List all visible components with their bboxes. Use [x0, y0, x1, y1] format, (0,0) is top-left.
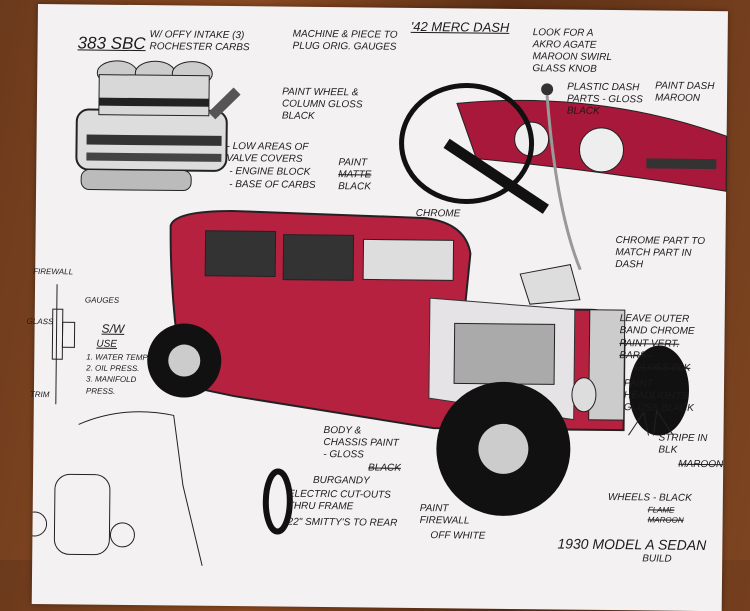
sketch-paper: 383 SBC w/ Offy intake (3) Rochester car… — [27, 4, 728, 611]
engine-paint-color: Black — [338, 181, 371, 193]
pinstripe-icon — [628, 409, 674, 436]
engine-paint: Paint — [338, 157, 368, 169]
car-body — [169, 210, 626, 432]
build-title: 1930 Model A Sedan — [557, 535, 707, 554]
dash-drawing — [399, 82, 728, 305]
paint-dash-note: Paint dash maroon — [654, 80, 715, 104]
struck-note-3: Gloss blk — [634, 362, 691, 374]
gauge-use-label: Use — [96, 338, 118, 350]
car-sketch — [31, 60, 728, 566]
engine-note-1: - Low areas of valve covers — [226, 140, 309, 165]
electric-note: Electric cut-outs thru frame — [287, 488, 391, 513]
body-note: Body & chassis paint - gloss — [323, 425, 399, 461]
gauge-trim-label: Trim — [29, 389, 50, 400]
gauge-glass-label: Glass — [26, 316, 54, 327]
stripe-note: Stripe in blk — [658, 432, 708, 456]
firewall-color: off white — [430, 530, 486, 542]
body-struck: Black — [368, 462, 402, 474]
engine-paint-struck: Matte — [338, 169, 372, 181]
leave-chrome-note: Leave outer band chrome — [619, 313, 695, 337]
gauge-gauges-label: Gauges — [84, 295, 120, 305]
wheels-struck-2: Maroon — [647, 515, 684, 525]
second-car-sketch — [31, 411, 203, 566]
engine-note-2: - Engine block — [229, 166, 311, 178]
firewall-note: Paint firewall — [419, 503, 470, 527]
gauge-sw-label: S/W — [101, 321, 125, 336]
engine-drawing — [75, 60, 241, 192]
gauge-firewall-label: Firewall — [33, 266, 74, 277]
wheel-note: Paint wheel & column gloss black — [281, 86, 363, 122]
machine-note: Machine & piece to plug orig. gauges — [292, 28, 398, 53]
chrome-part-note: Chrome part to match part in dash — [615, 235, 706, 271]
engine-note-3: - Base of carbs — [229, 179, 316, 191]
struck-note-2: Bars - — [619, 350, 653, 362]
engine-title: 383 SBC — [77, 33, 146, 54]
wheels-note: Wheels - black — [607, 491, 692, 504]
headlights-note: Paint headlights gloss black — [623, 378, 694, 414]
body-color: Burgandy — [312, 474, 370, 487]
chrome-note: Chrome — [415, 207, 461, 220]
smitty-note: 22" Smitty's to rear — [287, 516, 398, 529]
knob-note: Look for a Akro Agate maroon swirl glass… — [532, 27, 612, 75]
struck-note-1: Paint vert. — [619, 338, 680, 350]
dash-title: '42 Merc Dash — [410, 18, 510, 35]
stripe-struck: Maroon — [678, 458, 724, 471]
gauge-item-3: 3. Manifold press. — [85, 374, 137, 396]
gauge-sidebar-drawing — [51, 284, 76, 405]
plastic-note: Plastic dash parts - gloss black — [566, 81, 643, 117]
engine-subtitle: w/ Offy intake (3) Rochester carbs — [149, 29, 250, 54]
